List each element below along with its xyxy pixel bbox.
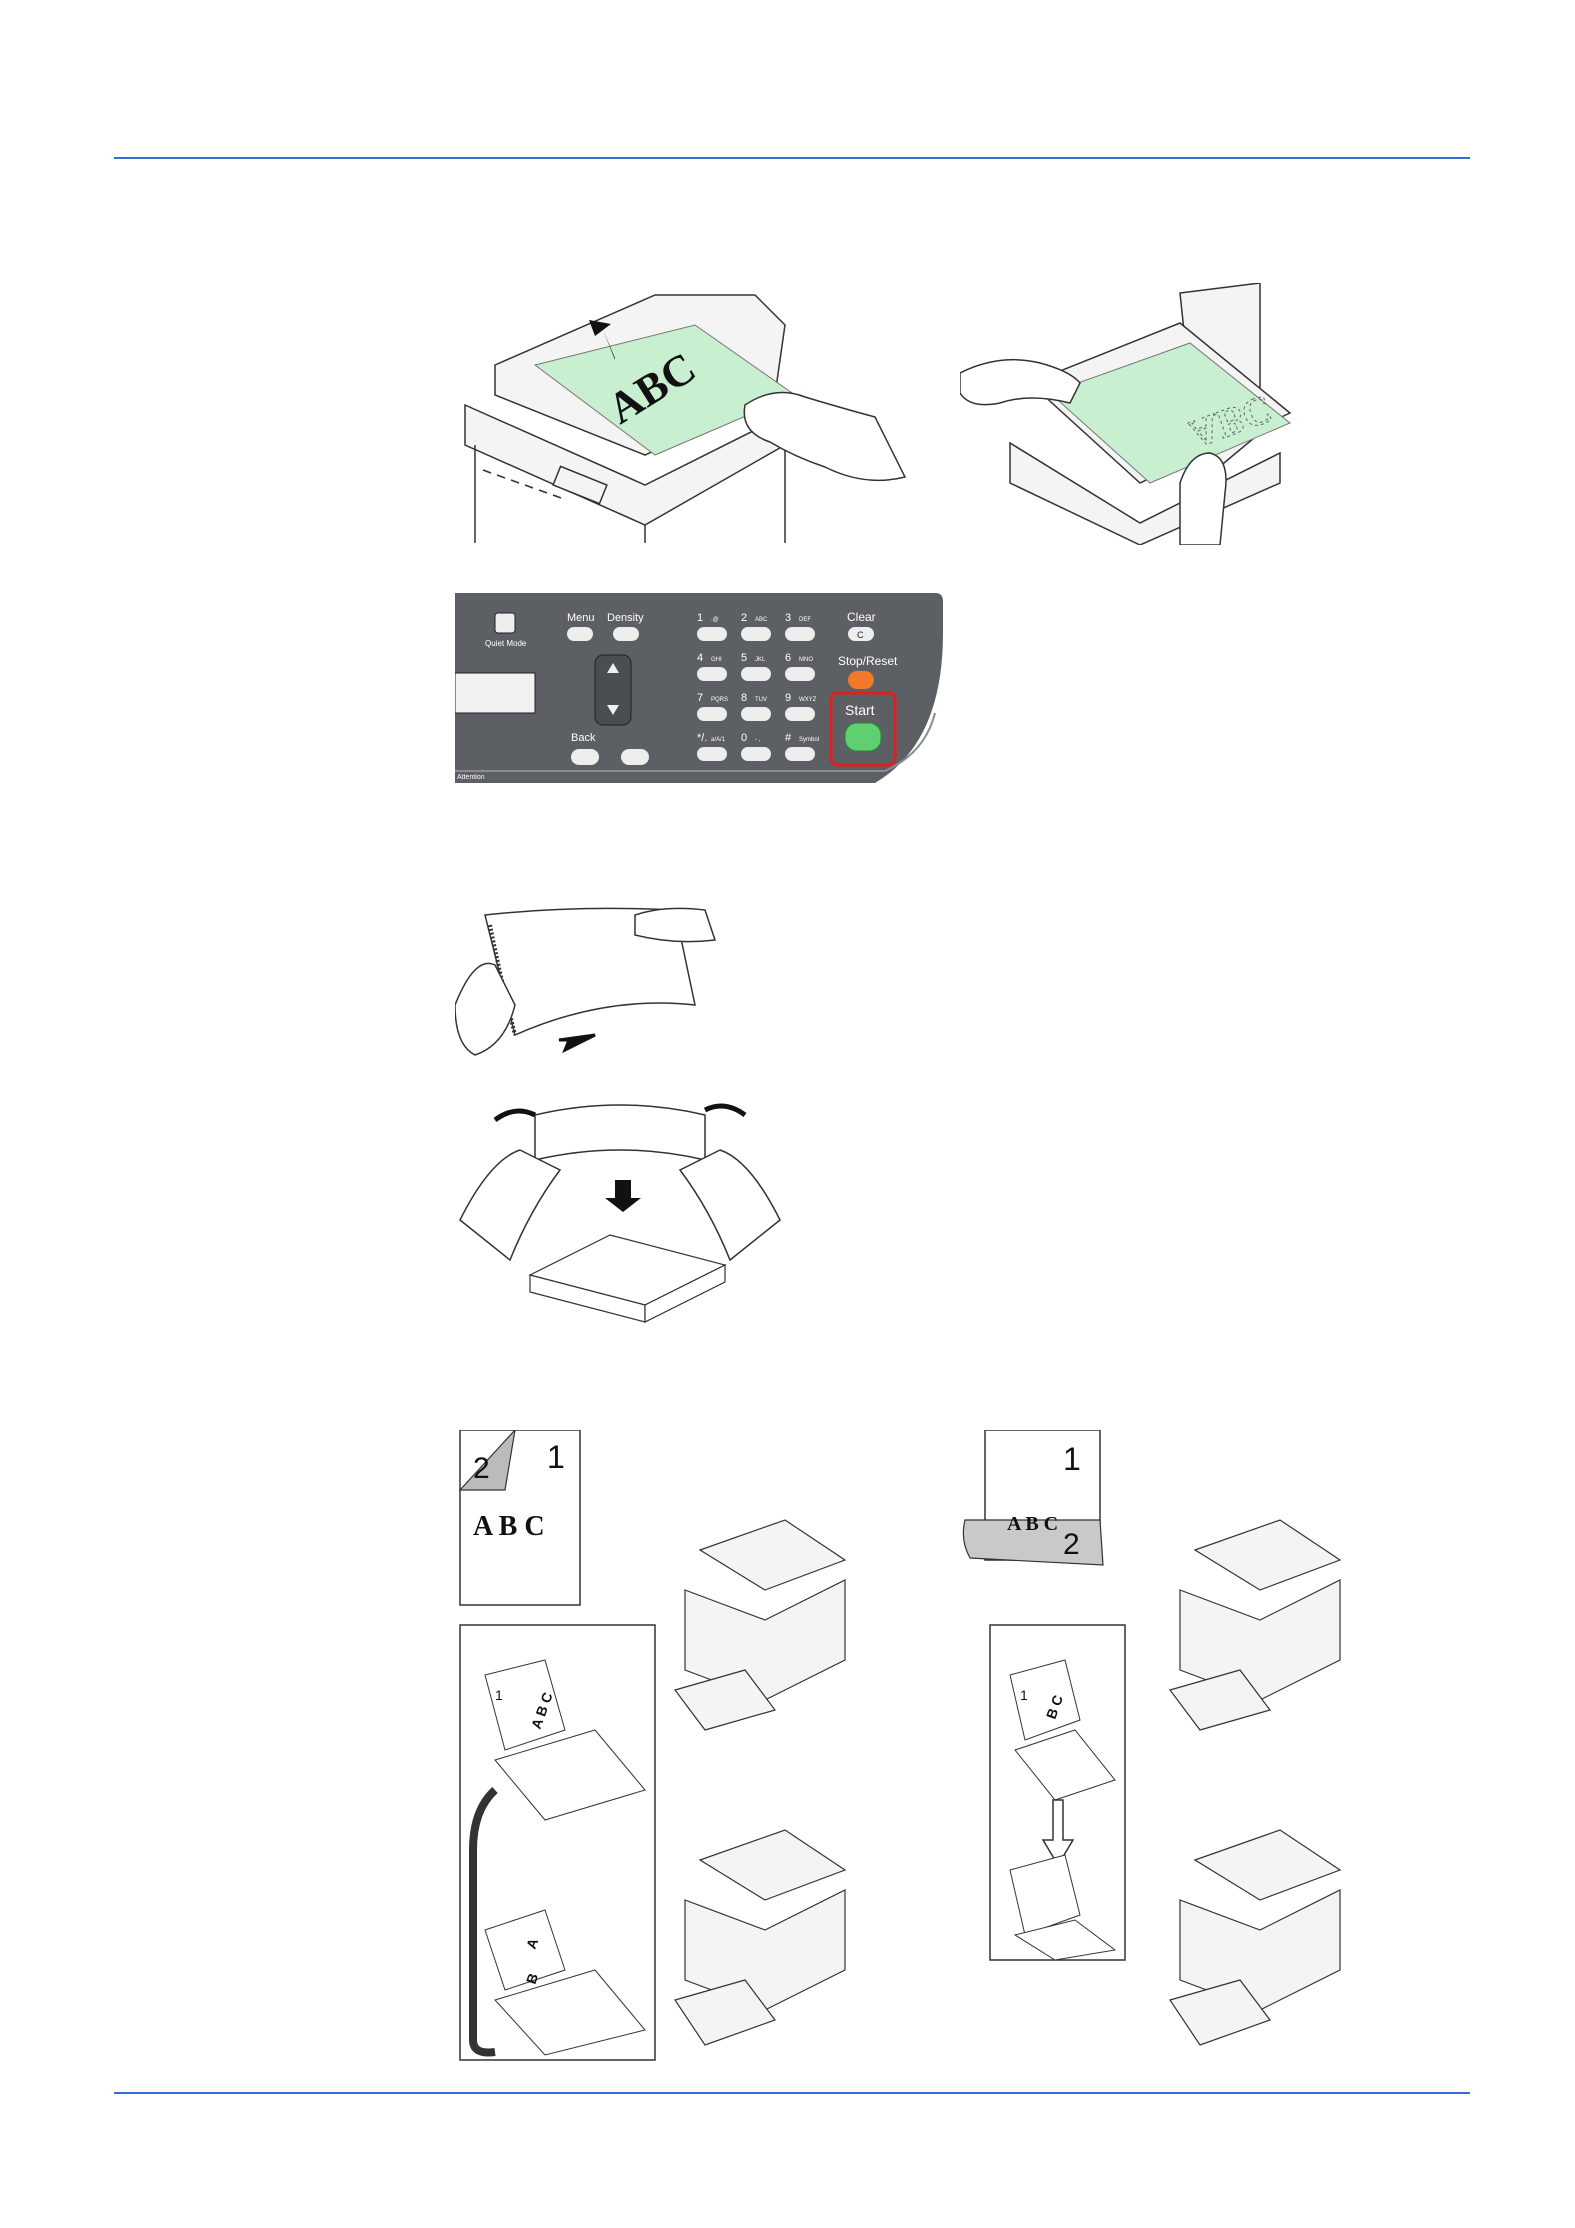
keypad-key-label: 3: [785, 612, 791, 624]
keypad-key-sublabel: GHI: [711, 657, 722, 663]
keypad-key-sublabel: ABC: [755, 617, 768, 623]
back-button[interactable]: [571, 749, 599, 765]
keypad-key-sublabel: DEF: [799, 617, 811, 623]
keypad-key-label: */.: [697, 732, 707, 744]
keypad-key-label: 7: [697, 692, 703, 704]
quiet-mode-label: Quiet Mode: [485, 639, 527, 648]
keypad-key-label: 1: [697, 612, 703, 624]
keypad-key-sublabel: .@: [711, 617, 719, 623]
keypad-key-button[interactable]: [697, 747, 727, 761]
keypad-key-button[interactable]: [741, 627, 771, 641]
small-page-1: 1: [1020, 1687, 1028, 1703]
keypad-key-sublabel: Symbol: [799, 737, 819, 743]
keypad-key-sublabel: PQRS: [711, 697, 728, 703]
paper-stack: [530, 1235, 725, 1322]
arrow-icon: [559, 1035, 595, 1050]
attention-label: Attention: [457, 774, 485, 781]
menu-button[interactable]: [567, 627, 593, 641]
keypad-key-button[interactable]: [741, 667, 771, 681]
density-button[interactable]: [613, 627, 639, 641]
keypad-key-label: 8: [741, 692, 747, 704]
keypad-key-sublabel: WXYZ: [799, 697, 817, 703]
page-2-label: 2: [1063, 1528, 1080, 1561]
start-button[interactable]: [845, 723, 881, 751]
platen-loading-illustration: ABC: [960, 283, 1420, 545]
keypad-key-button[interactable]: [785, 627, 815, 641]
keypad-key-label: 6: [785, 652, 791, 664]
keypad-key-sublabel: MNO: [799, 657, 813, 663]
duplex-originals-illustration: 2 1 A B C 1 2 A B C 1 A B C A B 1 B C: [455, 1430, 1455, 2065]
keypad-key-sublabel: TUV: [755, 697, 767, 703]
header-rule: [114, 157, 1470, 159]
clear-key-label: C: [857, 630, 864, 640]
page-1-label: 1: [547, 1439, 565, 1475]
keypad-key-button[interactable]: [785, 747, 815, 761]
down-arrow-icon: [605, 1180, 641, 1212]
sheet-text: A B C: [473, 1511, 545, 1542]
keypad-key-label: 4: [697, 652, 703, 664]
sheet-text: A B C: [1007, 1513, 1058, 1535]
keypad-key-sublabel: - ,: [755, 737, 761, 743]
clear-label: Clear: [847, 610, 876, 624]
keypad-key-button[interactable]: [741, 707, 771, 721]
keypad-key-button[interactable]: [741, 747, 771, 761]
keypad-key-button[interactable]: [785, 667, 815, 681]
back-label: Back: [571, 732, 596, 744]
ok-button[interactable]: [621, 749, 649, 765]
hand: [744, 393, 905, 481]
operation-panel: Quiet Mode Menu Density Back Attention 1…: [455, 593, 945, 793]
page-1-label: 1: [1063, 1441, 1081, 1477]
page-2-label: 2: [473, 1452, 490, 1485]
keypad-key-button[interactable]: [697, 627, 727, 641]
footer-rule: [114, 2092, 1470, 2094]
fan-paper-illustration: [455, 885, 735, 1075]
start-label: Start: [845, 702, 875, 718]
keypad-key-label: #: [785, 732, 792, 744]
keypad-key-sublabel: a/A/1: [711, 737, 726, 743]
keypad-key-button[interactable]: [697, 667, 727, 681]
keypad-key-label: 5: [741, 652, 747, 664]
hand: [680, 1150, 780, 1260]
keypad-key-sublabel: JKL: [755, 657, 766, 663]
display: [455, 673, 535, 713]
stop-reset-label: Stop/Reset: [838, 654, 898, 668]
keypad-key-label: 0: [741, 732, 747, 744]
align-paper-illustration: [455, 1100, 785, 1330]
stop-reset-button[interactable]: [848, 671, 874, 689]
density-label: Density: [607, 612, 644, 624]
hand: [460, 1150, 560, 1260]
keypad-key-label: 9: [785, 692, 791, 704]
adf-loading-illustration: ABC: [455, 285, 955, 545]
menu-label: Menu: [567, 612, 595, 624]
keypad-key-label: 2: [741, 612, 747, 624]
small-page-1: 1: [495, 1687, 503, 1703]
keypad-key-button[interactable]: [785, 707, 815, 721]
hand: [635, 908, 715, 941]
keypad-key-button[interactable]: [697, 707, 727, 721]
